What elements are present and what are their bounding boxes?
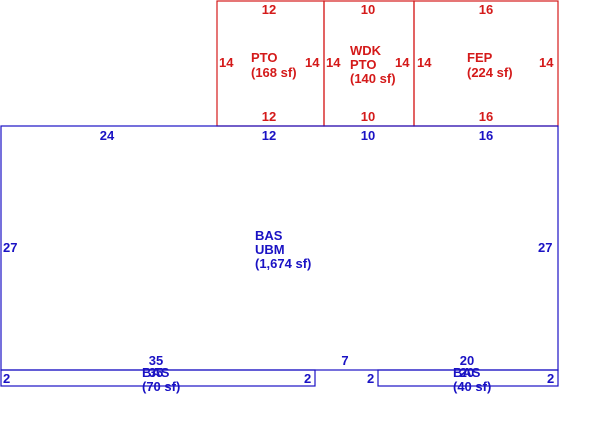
pto-bottom-dimension: 12	[262, 109, 276, 124]
main-name-2: UBM	[255, 242, 285, 257]
bas-left-name: BAS	[142, 365, 170, 380]
main-left-dimension: 27	[3, 240, 17, 255]
wdk-area: (140 sf)	[350, 71, 396, 86]
bas-right-top-dimension: 20	[460, 365, 474, 380]
main-top-dimension-pto: 12	[262, 128, 276, 143]
pto-left-dimension: 14	[219, 55, 234, 70]
pto-area: (168 sf)	[251, 65, 297, 80]
bas-right-left-dimension: 2	[367, 371, 374, 386]
wdk-name: WDK	[350, 43, 382, 58]
fep-left-dimension: 14	[417, 55, 432, 70]
wdk-bottom-dimension: 10	[361, 109, 375, 124]
pto-right-dimension: 14	[305, 55, 320, 70]
fep-top-dimension: 16	[479, 2, 493, 17]
wdk-top-dimension: 10	[361, 2, 375, 17]
bas-left-left-dimension: 2	[3, 371, 10, 386]
wdk-left-dimension: 14	[326, 55, 341, 70]
bas-left-top-dimension: 35	[149, 365, 163, 380]
main-area: (1,674 sf)	[255, 256, 311, 271]
main-name: BAS	[255, 228, 283, 243]
wdk-name-2: PTO	[350, 57, 377, 72]
pto-top-dimension: 12	[262, 2, 276, 17]
bas-left-right-dimension: 2	[304, 371, 311, 386]
main-right-dimension: 27	[538, 240, 552, 255]
bas-right-name: BAS	[453, 365, 481, 380]
wdk-right-dimension: 14	[395, 55, 410, 70]
main-bottom-dimension-right: 20	[460, 353, 474, 368]
bas-left-area: (70 sf)	[142, 379, 180, 394]
bas-right-area: (40 sf)	[453, 379, 491, 394]
bas-left-outline	[0, 369, 316, 387]
fep-name: FEP	[467, 50, 493, 65]
fep-area: (224 sf)	[467, 65, 513, 80]
main-top-dimension-right: 16	[479, 128, 493, 143]
bas-right-right-dimension: 2	[547, 371, 554, 386]
main-bottom-dimension-gap: 7	[341, 353, 348, 368]
main-top-dimension-wdk: 10	[361, 128, 375, 143]
pto-name: PTO	[251, 50, 278, 65]
fep-bottom-dimension: 16	[479, 109, 493, 124]
bas-right-outline	[377, 369, 559, 387]
main-bottom-dimension-left: 35	[149, 353, 163, 368]
fep-right-dimension: 14	[539, 55, 554, 70]
main-top-dimension-left: 24	[100, 128, 115, 143]
